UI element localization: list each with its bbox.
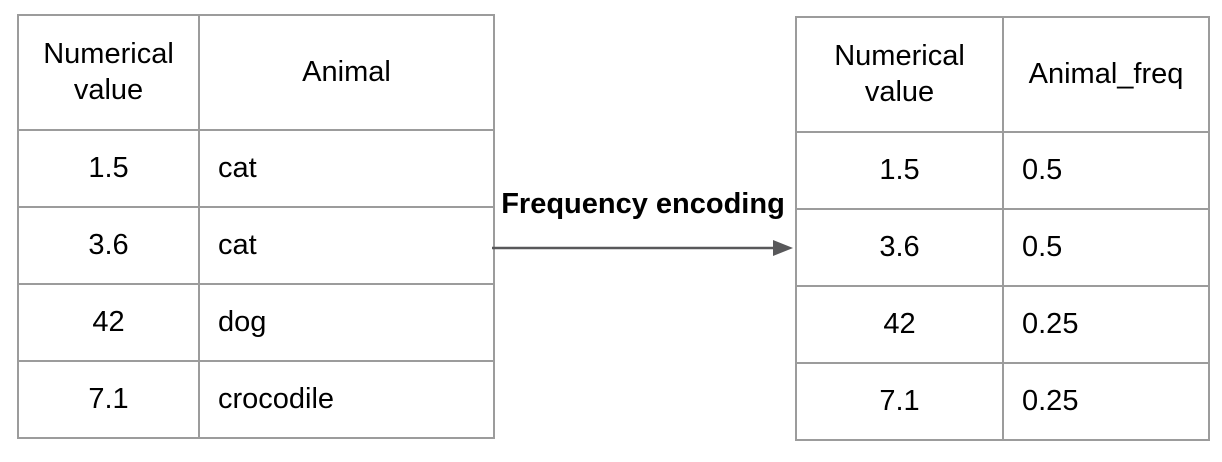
output-table: Numerical value Animal_freq 1.5 0.5 3.6 …: [795, 16, 1210, 441]
header-cell-numerical-value: Numerical value: [795, 16, 1004, 133]
cell-numerical-value: 3.6: [17, 206, 200, 285]
cell-numerical-value: 42: [795, 285, 1004, 364]
output-table-header-row: Numerical value Animal_freq: [795, 16, 1210, 133]
cell-animal: cat: [198, 129, 495, 208]
cell-animal-freq: 0.25: [1002, 362, 1210, 441]
header-cell-animal-freq: Animal_freq: [1002, 16, 1210, 133]
input-table: Numerical value Animal 1.5 cat 3.6 cat 4…: [17, 14, 495, 439]
table-row: 3.6 cat: [17, 206, 495, 285]
cell-animal-freq: 0.25: [1002, 285, 1210, 364]
cell-animal: cat: [198, 206, 495, 285]
cell-numerical-value: 3.6: [795, 208, 1004, 287]
table-row: 42 0.25: [795, 285, 1210, 364]
cell-numerical-value: 42: [17, 283, 200, 362]
arrow-head: [773, 240, 793, 256]
table-row: 7.1 0.25: [795, 362, 1210, 441]
arrow-right-icon: [492, 240, 793, 256]
header-cell-numerical-value: Numerical value: [17, 14, 200, 131]
table-row: 1.5 cat: [17, 129, 495, 208]
table-row: 7.1 crocodile: [17, 360, 495, 439]
table-row: 1.5 0.5: [795, 131, 1210, 210]
input-table-header-row: Numerical value Animal: [17, 14, 495, 131]
cell-numerical-value: 1.5: [17, 129, 200, 208]
flow-label: Frequency encoding: [501, 188, 785, 220]
cell-animal-freq: 0.5: [1002, 131, 1210, 210]
cell-numerical-value: 7.1: [795, 362, 1004, 441]
table-row: 3.6 0.5: [795, 208, 1210, 287]
cell-animal-freq: 0.5: [1002, 208, 1210, 287]
cell-numerical-value: 1.5: [795, 131, 1004, 210]
cell-animal: dog: [198, 283, 495, 362]
header-cell-animal: Animal: [198, 14, 495, 131]
cell-animal: crocodile: [198, 360, 495, 439]
cell-numerical-value: 7.1: [17, 360, 200, 439]
table-row: 42 dog: [17, 283, 495, 362]
